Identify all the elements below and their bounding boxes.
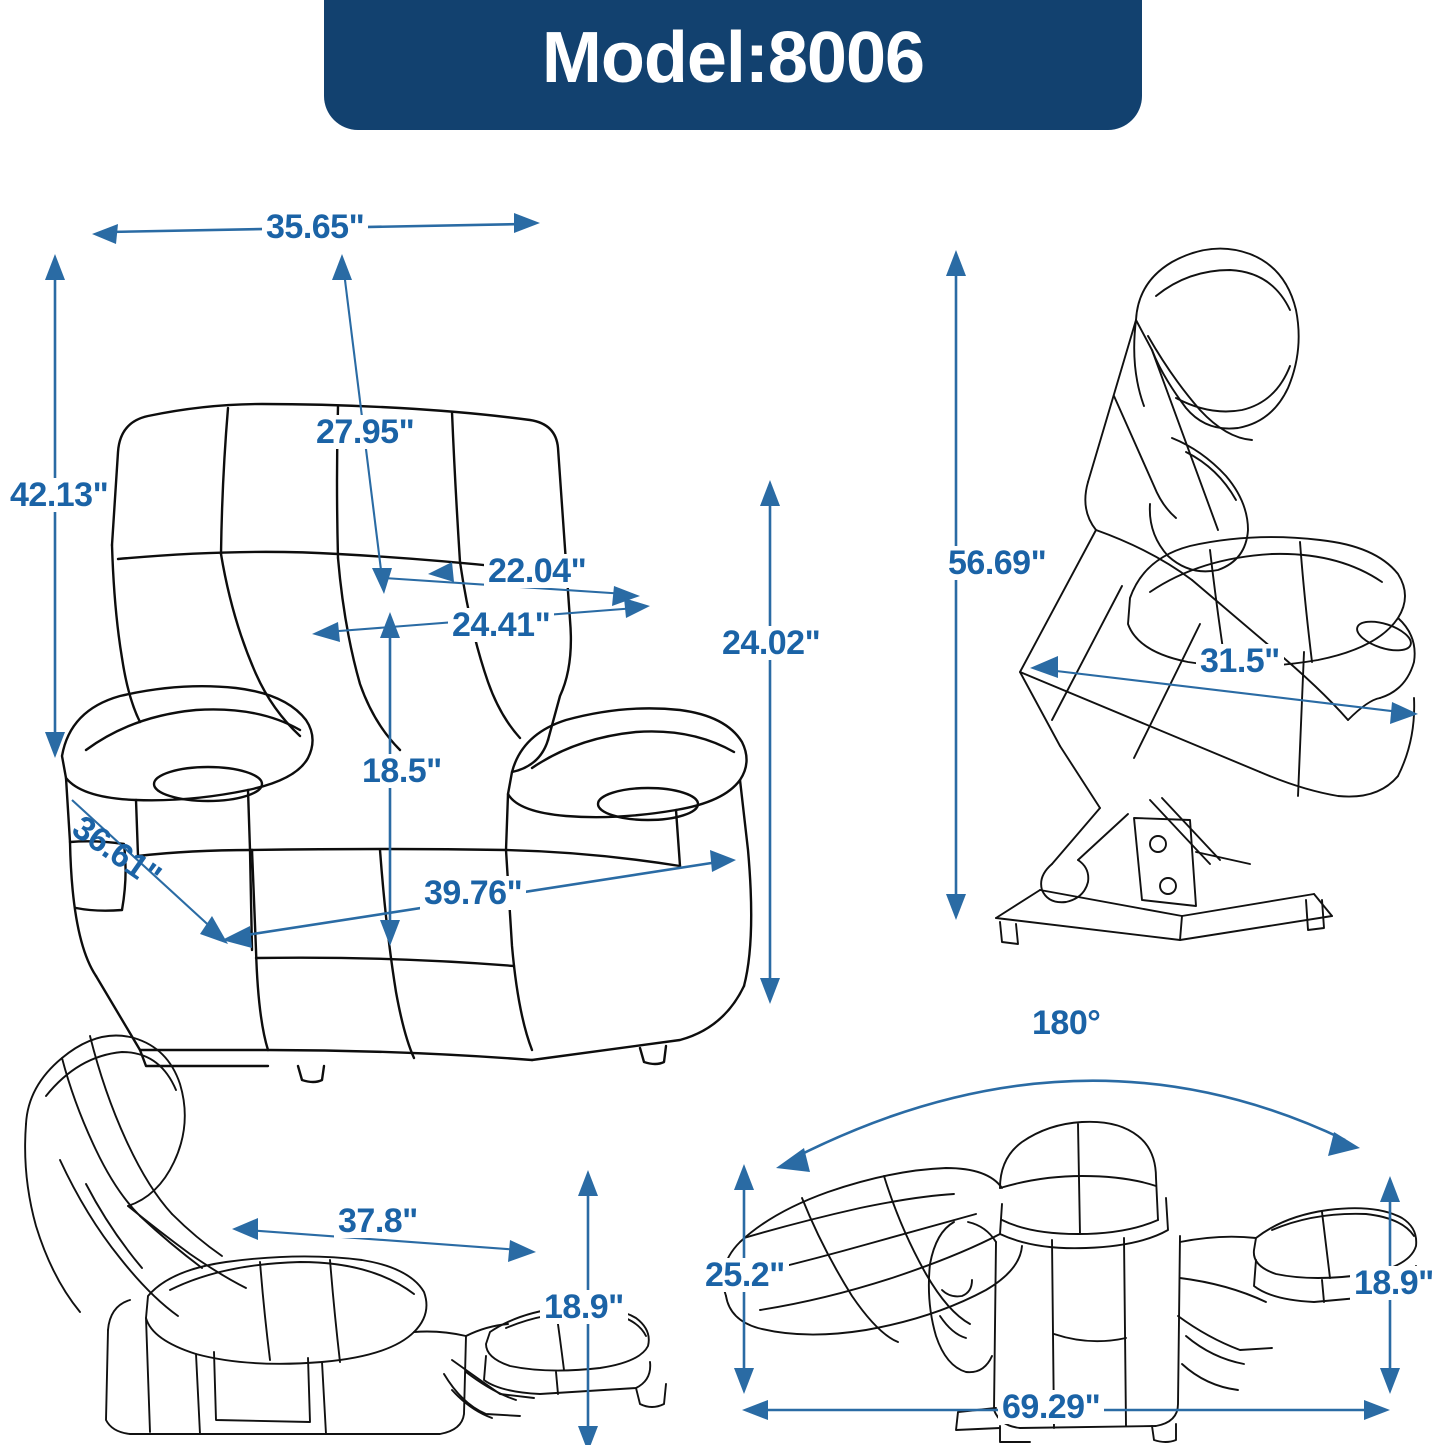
label-35-65: 35.65"	[262, 210, 369, 244]
dimension-lines-lift	[946, 250, 1418, 920]
recliner-drawing-reclined	[24, 1034, 667, 1435]
label-56-69: 56.69"	[944, 546, 1051, 580]
view-front-three-quarter: 35.65" 42.13" 27.95" 22.04" 24.41" 18.5"…	[0, 150, 860, 1084]
dimension-lines-front	[45, 213, 780, 1004]
label-25-2: 25.2"	[701, 1258, 789, 1292]
label-69-29: 69.29"	[998, 1390, 1105, 1424]
dimline-31-5	[1047, 668, 1401, 714]
label-42-13: 42.13"	[6, 478, 113, 512]
label-180-deg: 180°	[1028, 1006, 1105, 1040]
label-24-02: 24.02"	[718, 626, 825, 660]
page-title: Model:8006	[541, 18, 925, 98]
model-banner: Model:8006	[324, 0, 1142, 130]
label-18-9-reclined: 18.9"	[540, 1290, 628, 1324]
recliner-drawing-lift	[995, 247, 1416, 945]
view-flat-position: 180° 25.2" 18.9" 69.29"	[700, 990, 1445, 1445]
label-22-04: 22.04"	[484, 554, 591, 588]
label-27-95: 27.95"	[312, 415, 419, 449]
view-reclined-position: 37.8" 18.9"	[0, 1000, 700, 1445]
label-31-5: 31.5"	[1196, 644, 1284, 678]
label-18-5: 18.5"	[358, 754, 446, 788]
dimline-36-61	[71, 799, 217, 933]
arc-180	[789, 1079, 1346, 1162]
label-37-8: 37.8"	[334, 1204, 422, 1238]
label-39-76: 39.76"	[420, 876, 527, 910]
dimline-37-8	[245, 1228, 521, 1252]
recliner-drawing-flat	[722, 1120, 1418, 1443]
dimension-arc-180	[776, 1079, 1360, 1172]
dimension-lines-flat	[734, 1164, 1400, 1420]
label-18-9-flat: 18.9"	[1350, 1266, 1438, 1300]
label-24-41: 24.41"	[448, 608, 555, 642]
view-lift-position: 56.69" 31.5"	[900, 200, 1445, 960]
recliner-drawing-front	[60, 402, 753, 1084]
